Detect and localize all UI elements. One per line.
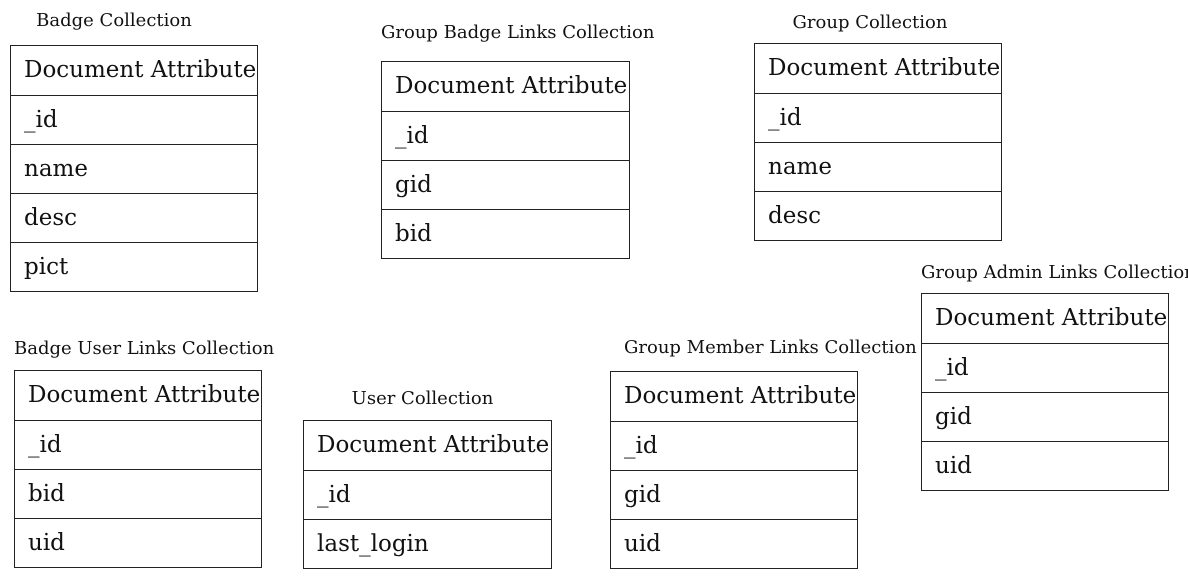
table-header: Document Attribute: [317, 432, 550, 458]
attribute-row: _id: [15, 420, 261, 469]
attribute-row: desc: [755, 191, 1001, 240]
attribute-row: desc: [11, 193, 257, 242]
table-header: Document Attribute: [28, 382, 261, 408]
attribute-row: name: [11, 144, 257, 193]
attribute-row: bid: [382, 209, 629, 258]
attribute-row: _id: [755, 93, 1001, 142]
collection-title: Group Badge Links Collection: [381, 22, 655, 43]
collection-title: User Collection: [351, 388, 494, 409]
collection-title: Badge Collection: [36, 10, 192, 31]
attribute-row: _id: [611, 421, 857, 470]
attribute-row: uid: [15, 518, 261, 567]
attribute-row: gid: [382, 160, 629, 209]
attribute-row: uid: [922, 441, 1168, 490]
attribute-row: _id: [922, 343, 1168, 392]
attribute-table: Document Attribute _id gid uid: [921, 293, 1169, 491]
collection-title: Group Member Links Collection: [624, 337, 917, 358]
attribute-row: bid: [15, 469, 261, 518]
table-header: Document Attribute: [24, 57, 257, 83]
attribute-row: pict: [11, 242, 257, 291]
attribute-table: Document Attribute _id name desc: [754, 43, 1002, 241]
table-header: Document Attribute: [935, 305, 1168, 331]
attribute-table: Document Attribute _id gid uid: [610, 371, 858, 569]
attribute-row: gid: [922, 392, 1168, 441]
attribute-row: last_login: [304, 519, 551, 568]
table-header: Document Attribute: [768, 55, 1001, 81]
attribute-row: name: [755, 142, 1001, 191]
table-header: Document Attribute: [395, 73, 628, 99]
attribute-table: Document Attribute _id gid bid: [381, 61, 630, 259]
table-header: Document Attribute: [624, 383, 857, 409]
attribute-table: Document Attribute _id bid uid: [14, 370, 262, 568]
collection-title: Group Admin Links Collection: [921, 262, 1188, 283]
attribute-row: _id: [304, 470, 551, 519]
attribute-table: Document Attribute _id name desc pict: [10, 45, 258, 292]
attribute-table: Document Attribute _id last_login: [303, 420, 552, 569]
collection-title: Badge User Links Collection: [14, 338, 275, 359]
attribute-row: _id: [11, 95, 257, 144]
collection-title: Group Collection: [792, 12, 948, 33]
attribute-row: uid: [611, 519, 857, 568]
attribute-row: gid: [611, 470, 857, 519]
attribute-row: _id: [382, 111, 629, 160]
